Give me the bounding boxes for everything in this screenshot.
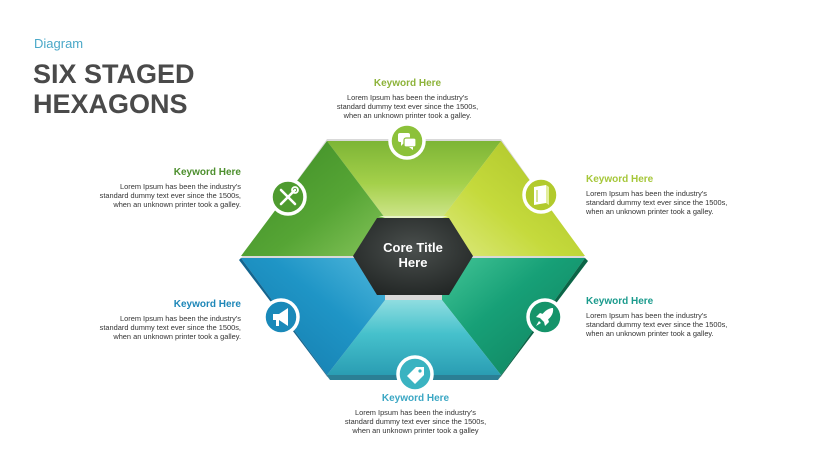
stage-keyword-lower-right: Keyword Here (586, 296, 654, 307)
stage-lower-left-segment (241, 258, 385, 375)
upper-left-icon-badge (269, 178, 307, 216)
stage-keyword-top: Keyword Here (373, 78, 442, 89)
lower-left-icon-badge (262, 298, 300, 336)
stage-upper-left-segment (241, 141, 385, 256)
price-tag-icon (407, 367, 424, 384)
rocket-icon (536, 308, 554, 326)
core-title-line1: Core Title (383, 240, 443, 255)
upper-right-icon-badge (522, 176, 560, 214)
bottom-icon-badge (396, 355, 434, 393)
stage-lower-right-segment (442, 258, 585, 375)
top-icon-badge (388, 122, 426, 160)
stage-label-lower-right: Keyword Here Lorem Ipsum has been the in… (586, 296, 761, 339)
tools-icon (279, 186, 299, 206)
title-block: Diagram SIX STAGED HEXAGONS (33, 36, 195, 119)
page-title-line1: SIX STAGED (33, 59, 195, 89)
stage-label-upper-left: Keyword Here Lorem Ipsum has been the in… (66, 167, 241, 210)
stage-description-upper-left: Lorem Ipsum has been the industry's stan… (99, 182, 241, 210)
stage-description-lower-right: Lorem Ipsum has been the industry's stan… (586, 311, 728, 339)
stage-description-lower-left: Lorem Ipsum has been the industry's stan… (99, 314, 241, 342)
bevel-inner-top (379, 216, 448, 218)
megaphone-icon (273, 308, 288, 326)
diagram-subtitle: Diagram (34, 36, 84, 51)
stage-label-upper-right: Keyword Here Lorem Ipsum has been the in… (586, 174, 761, 217)
core-title-line2: Here (399, 255, 428, 270)
chat-bubbles-icon (398, 133, 417, 150)
stage-keyword-bottom: Keyword Here (381, 393, 450, 404)
page-title-line2: HEXAGONS (33, 89, 188, 119)
stage-keyword-lower-left: Keyword Here (173, 299, 241, 310)
stage-description-top: Lorem Ipsum has been the industry's stan… (336, 93, 479, 121)
core-hexagon (353, 218, 473, 295)
stage-keyword-upper-right: Keyword Here (586, 174, 654, 185)
lower-right-icon-badge (526, 298, 564, 336)
stage-label-lower-left: Keyword Here Lorem Ipsum has been the in… (66, 299, 241, 342)
stage-label-bottom: Keyword Here Lorem Ipsum has been the in… (328, 393, 503, 436)
stage-description-bottom: Lorem Ipsum has been the industry's stan… (344, 408, 487, 436)
stage-label-top: Keyword Here Lorem Ipsum has been the in… (320, 78, 495, 121)
stage-keyword-upper-left: Keyword Here (173, 167, 241, 178)
stage-description-upper-right: Lorem Ipsum has been the industry's stan… (586, 189, 728, 217)
stage-upper-right-segment (442, 141, 585, 256)
book-icon (534, 185, 549, 205)
